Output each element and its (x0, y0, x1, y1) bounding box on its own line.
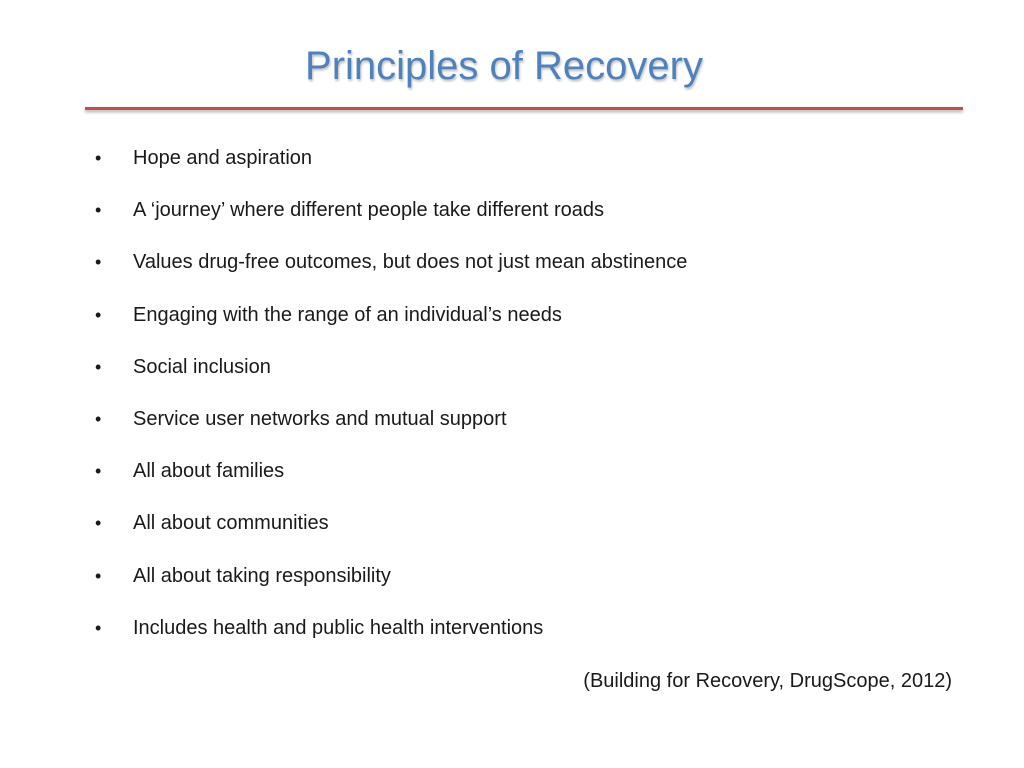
bullet-dot: • (95, 461, 102, 482)
bullet-text: Hope and aspiration (133, 147, 313, 169)
bullet-text: Values drug-free outcomes, but does not … (133, 251, 688, 274)
bullet-dot: • (95, 513, 102, 534)
slide-title: Principles of Recovery (305, 44, 703, 88)
bullet-text: Service user networks and mutual support (133, 407, 507, 430)
bullet-text: Engaging with the range of an individual… (133, 303, 562, 326)
bullet-dot: • (95, 356, 102, 377)
bullet-dot: • (95, 252, 102, 273)
title-divider (85, 107, 963, 110)
bullet-item: • All about families (95, 454, 965, 506)
bullet-dot: • (95, 148, 102, 168)
bullet-item: • Hope and aspiration (95, 141, 965, 193)
bullet-item: • All about taking responsibility (95, 559, 965, 611)
bullet-dot: • (95, 408, 102, 429)
bullet-item: • Values drug-free outcomes, but does no… (95, 245, 965, 297)
bullet-item: • Engaging with the range of an individu… (95, 298, 965, 350)
bullet-text: All about communities (133, 512, 329, 535)
bullet-text: All about taking responsibility (133, 564, 391, 587)
bullet-item: • Social inclusion (95, 350, 965, 402)
bullet-text: All about families (133, 460, 285, 483)
bullet-item: • Service user networks and mutual suppo… (95, 402, 965, 454)
bullet-item: • Includes health and public health inte… (95, 611, 965, 663)
bullet-list: • Hope and aspiration • A ‘journey’ wher… (95, 141, 965, 663)
bullet-dot: • (95, 304, 102, 325)
bullet-text: Includes health and public health interv… (133, 616, 544, 639)
bullet-dot: • (95, 617, 102, 638)
bullet-text: A ‘journey’ where different people take … (133, 199, 605, 222)
bullet-dot: • (95, 200, 102, 221)
bullet-item: • A ‘journey’ where different people tak… (95, 193, 965, 245)
bullet-item: • All about communities (95, 506, 965, 558)
citation: (Building for Recovery, DrugScope, 2012) (583, 670, 952, 692)
bullet-dot: • (95, 565, 102, 586)
bullet-text: Social inclusion (133, 355, 271, 378)
